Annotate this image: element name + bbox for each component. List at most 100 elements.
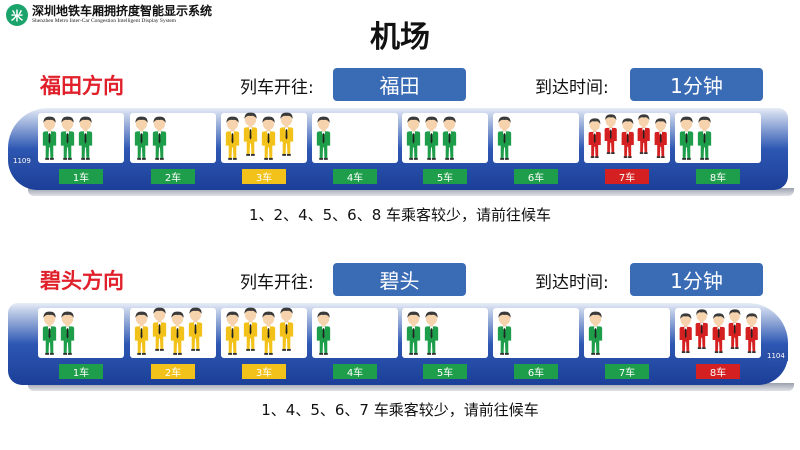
passenger-icon [188,307,203,351]
car-label: 4车 [333,364,377,379]
car-window [38,308,124,358]
direction-label: 碧头方向 [40,269,124,293]
destination-value: 福田 [333,68,466,101]
passenger-icon [152,307,167,351]
train: 1104 1车 [8,303,794,391]
car-window [402,308,488,358]
car-label: 5车 [423,169,467,184]
recommendation-caption: 1、2、4、5、6、8 车乘客较少，请前往候车 [248,206,552,224]
arrival-label: 到达时间: [535,78,609,98]
car-label: 1车 [59,169,103,184]
passenger-icon [654,118,667,159]
passenger-icon [745,313,758,354]
passenger-icon [424,311,439,355]
destination-value: 碧头 [333,263,466,296]
passenger-icon [679,116,694,160]
passenger-icon [497,116,512,160]
car-window [493,308,579,358]
train-header: 碧头方向 列车开往: 碧头 到达时间: 1分钟 [0,263,800,297]
passenger-icon [225,116,240,160]
passenger-icon [712,313,725,354]
passenger-icon [152,116,167,160]
car-label: 1车 [59,364,103,379]
train-body [8,303,788,385]
passenger-icon [60,311,75,355]
passenger-icon [316,311,331,355]
passenger-icon [406,116,421,160]
passenger-icon [588,118,601,159]
passenger-icon [679,313,692,354]
passenger-icon [316,116,331,160]
arrival-value: 1分钟 [630,263,763,296]
arrival-label: 到达时间: [535,273,609,293]
recommendation-caption: 1、4、5、6、7 车乘客较少，请前往候车 [261,401,539,419]
passenger-icon [279,112,294,156]
passenger-icon [605,114,618,155]
passenger-icon [243,112,258,156]
passenger-icon [588,311,603,355]
train-shadow [28,188,794,196]
passenger-icon [728,309,742,350]
train: 1109 [8,108,794,196]
station-name: 机场 [370,20,430,55]
car-window [493,113,579,163]
passenger-icon [697,116,712,160]
passenger-icon [406,311,421,355]
train-header: 福田方向 列车开往: 福田 到达时间: 1分钟 [0,68,800,102]
car-label: 2车 [151,169,195,184]
car-window [312,308,398,358]
passenger-icon [170,311,185,355]
car-label: 3车 [242,169,286,184]
car-label: 5车 [423,364,467,379]
train-number: 1109 [10,156,34,166]
car-window [675,308,761,358]
passenger-icon [134,116,149,160]
car-label: 7车 [605,169,649,184]
system-title-cn: 深圳地铁车厢拥挤度智能显示系统 [32,4,213,18]
passenger-icon [621,118,634,159]
destination-label: 列车开往: [240,273,314,293]
passenger-icon [42,116,57,160]
car-label: 8车 [696,169,740,184]
car-window [130,307,216,358]
metro-logo-icon: 米 [6,4,28,26]
passenger-icon [78,116,93,160]
passenger-icon [279,307,294,351]
car-label: 2车 [151,364,195,379]
car-label: 4车 [333,169,377,184]
passenger-icon [424,116,439,160]
train-shadow [28,383,794,391]
arrival-value: 1分钟 [630,68,763,101]
car-window [402,113,488,163]
car-window [584,113,670,163]
passenger-icon [134,311,149,355]
passenger-icon [637,114,651,155]
system-title-en: Shenzhen Metro Inter-Car Congestion Inte… [32,18,177,24]
passenger-icon [696,309,709,350]
car-window [221,112,307,163]
train-number: 1104 [764,351,788,361]
passenger-icon [261,116,276,160]
passenger-icon [261,311,276,355]
car-label: 3车 [242,364,286,379]
direction-label: 福田方向 [40,74,124,98]
car-window [221,307,307,358]
car-label: 8车 [696,364,740,379]
car-window [584,308,670,358]
passenger-icon [442,116,457,160]
car-window [38,113,124,163]
passenger-icon [42,311,57,355]
car-window [675,113,761,163]
car-label: 6车 [514,364,558,379]
train-body [8,108,788,190]
car-window [130,113,216,163]
destination-label: 列车开往: [240,78,314,98]
logo: 米 深圳地铁车厢拥挤度智能显示系统 Shenzhen Metro Inter-C… [6,4,212,26]
car-label: 6车 [514,169,558,184]
passenger-icon [497,311,512,355]
passenger-icon [225,311,240,355]
car-window [312,113,398,163]
passenger-icon [60,116,75,160]
passenger-icon [243,307,258,351]
car-label: 7车 [605,364,649,379]
